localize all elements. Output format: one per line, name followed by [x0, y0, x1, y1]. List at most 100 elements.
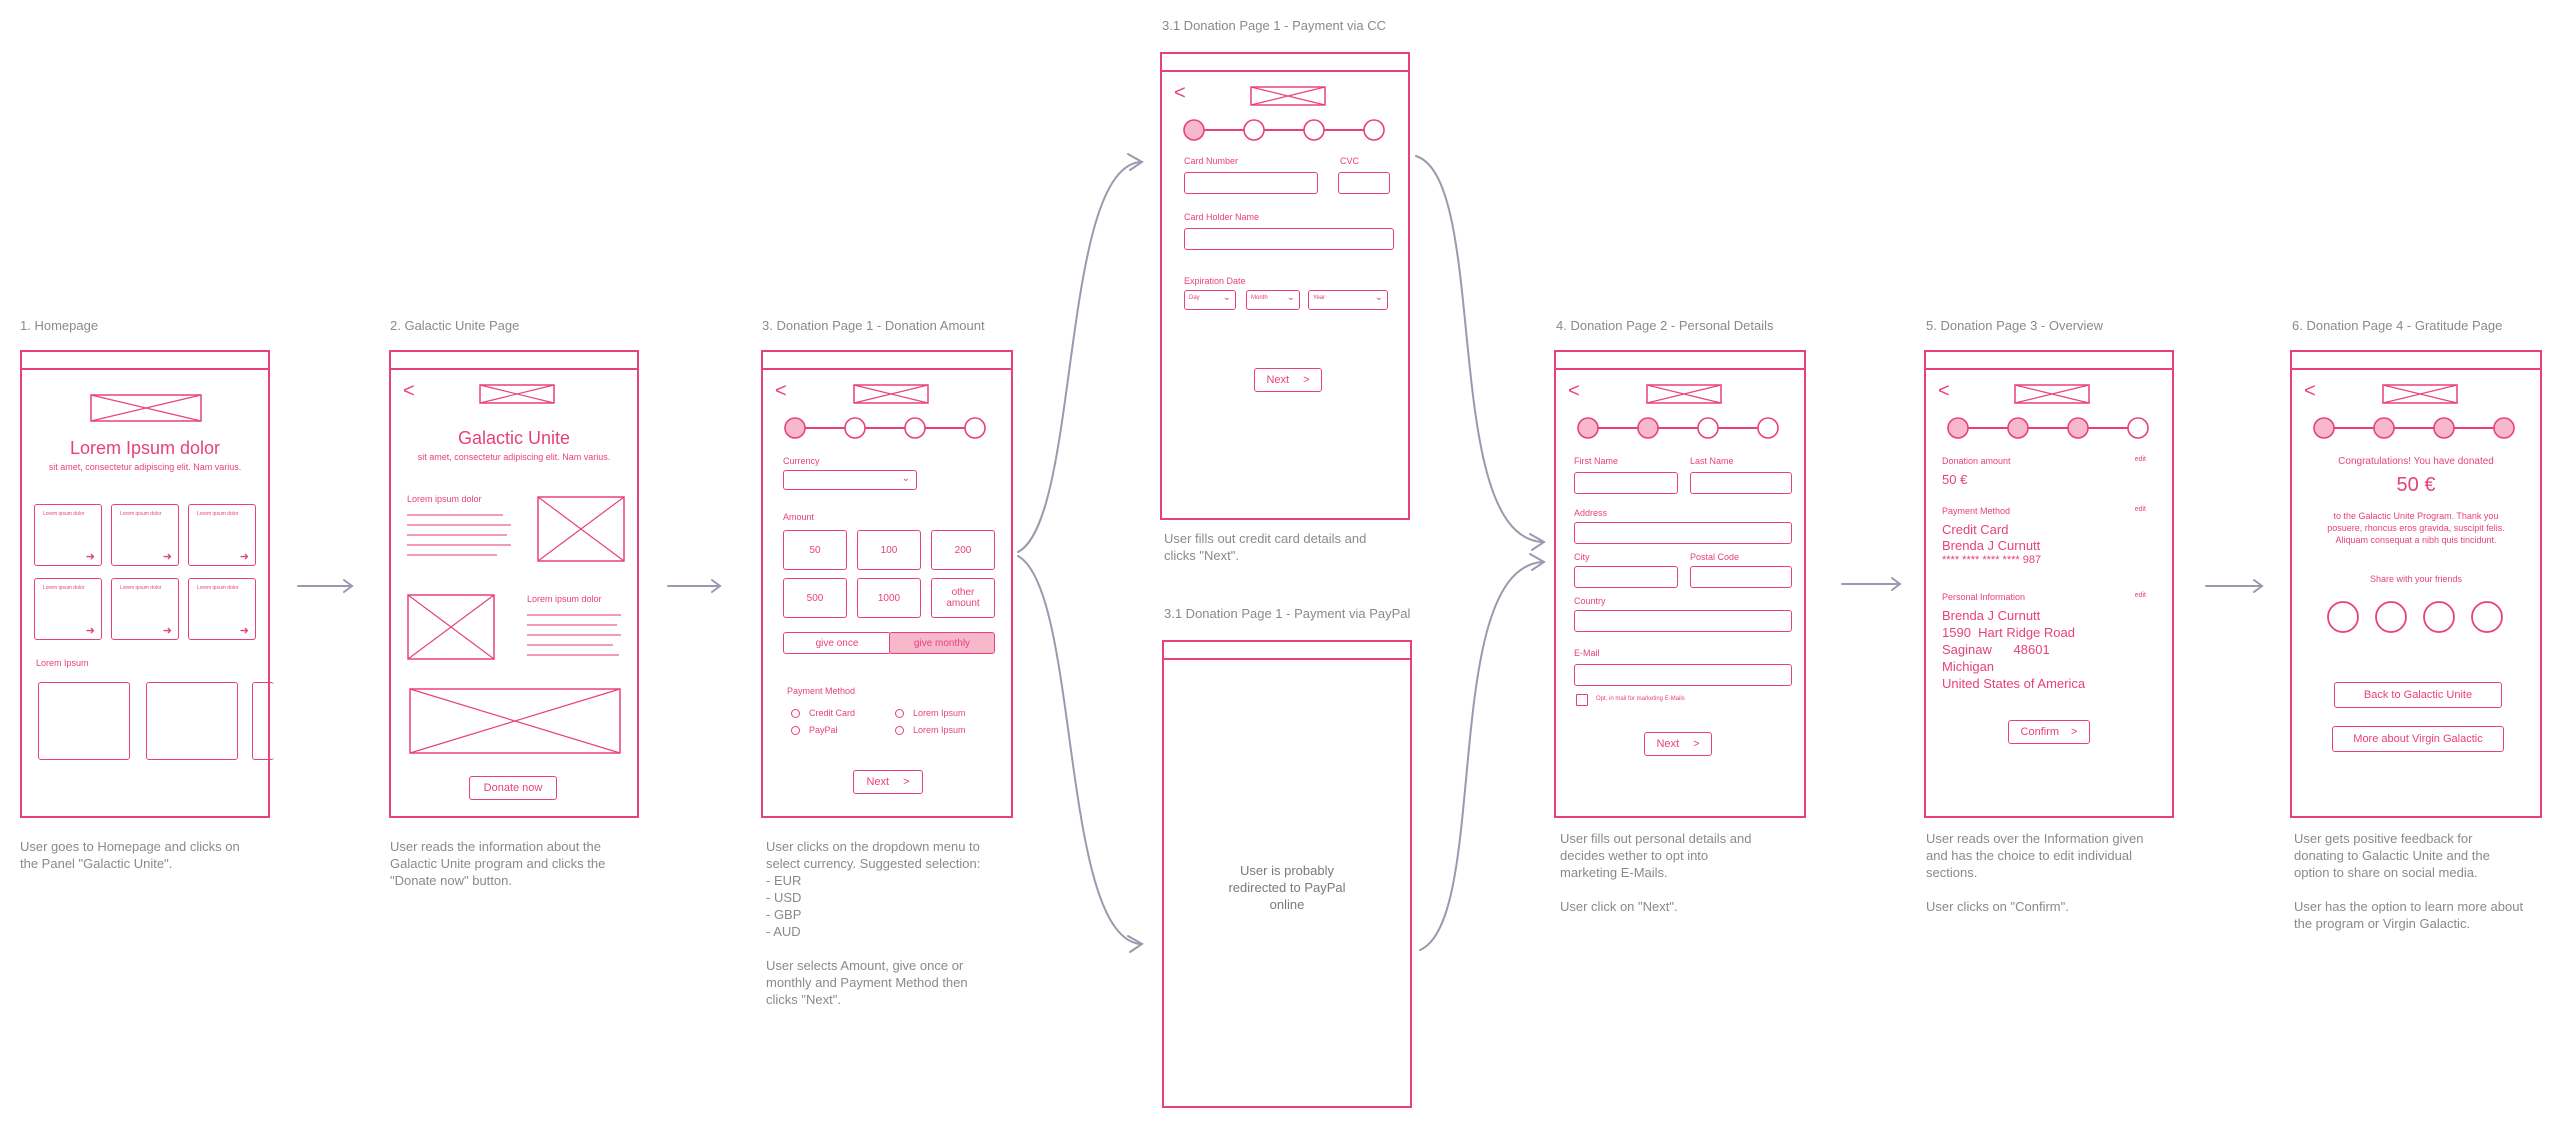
donation-amount-label: Donation amount: [1942, 456, 2011, 466]
panel-card[interactable]: Lorem ipsum dolor➜: [111, 504, 179, 566]
text-line: [527, 634, 621, 636]
next-button[interactable]: Next>: [853, 770, 923, 794]
amount-option-500[interactable]: 500: [783, 578, 847, 618]
progress-stepper: [1947, 417, 2149, 439]
section-title-galactic-unite: 2. Galactic Unite Page: [390, 318, 520, 333]
edit-link[interactable]: edit: [2134, 456, 2146, 463]
chevron-left-icon[interactable]: <: [1938, 380, 1950, 402]
card-label: Lorem ipsum dolor: [120, 585, 162, 591]
image-placeholder-icon: [479, 384, 555, 404]
image-placeholder-icon: [2014, 384, 2090, 404]
donated-amount: 50 €: [2396, 474, 2436, 496]
city-field[interactable]: [1574, 566, 1678, 588]
radio-paypal[interactable]: [791, 726, 800, 735]
home-subline: sit amet, consectetur adipiscing elit. N…: [48, 462, 242, 472]
wireframe-payment-cc: < Card Number CVC Card Holder Name Expir…: [1160, 52, 1410, 520]
chevron-left-icon[interactable]: <: [1174, 82, 1186, 104]
gu-subline: sit amet, consectetur adipiscing elit. N…: [417, 452, 611, 462]
gratitude-body: to the Galactic Unite Program. Thank you…: [2327, 511, 2505, 545]
chevron-down-icon: ⌄: [1286, 292, 1295, 303]
cvc-field[interactable]: [1338, 172, 1390, 194]
card-label: Lorem ipsum dolor: [43, 585, 85, 591]
note-gratitude: User gets positive feedback for donating…: [2294, 831, 2524, 931]
next-button[interactable]: Next>: [1644, 732, 1712, 756]
more-about-virgin-galactic-button[interactable]: More about Virgin Galactic: [2332, 726, 2504, 752]
first-name-field[interactable]: [1574, 472, 1678, 494]
info-line: Brenda J Curnutt: [1942, 608, 2041, 623]
marketing-opt-in-checkbox[interactable]: [1576, 694, 1588, 706]
panel-card[interactable]: Lorem ipsum dolor➜: [34, 578, 102, 640]
share-icon[interactable]: [2326, 600, 2360, 634]
day-select[interactable]: Day⌄: [1184, 290, 1236, 310]
address-field[interactable]: [1574, 522, 1792, 544]
next-button[interactable]: Next>: [1254, 368, 1322, 392]
country-field[interactable]: [1574, 610, 1792, 632]
last-name-field[interactable]: [1690, 472, 1792, 494]
next-label: Next: [866, 776, 890, 788]
arrow-right-icon: ➜: [239, 551, 249, 563]
chevron-down-icon: ⌄: [1374, 292, 1383, 303]
edit-link[interactable]: edit: [2134, 592, 2146, 599]
panel-card[interactable]: Lorem ipsum dolor➜: [34, 504, 102, 566]
info-line: 1590 Hart Ridge Road: [1942, 625, 2075, 640]
carousel-card[interactable]: [252, 682, 274, 760]
amount-option-other[interactable]: other amount: [931, 578, 995, 618]
payment-line: Brenda J Curnutt: [1942, 538, 2041, 553]
edit-link[interactable]: edit: [2134, 506, 2146, 513]
confirm-button[interactable]: Confirm>: [2008, 720, 2090, 744]
amount-option-1000[interactable]: 1000: [857, 578, 921, 618]
panel-card[interactable]: Lorem ipsum dolor➜: [188, 578, 256, 640]
card-number-field[interactable]: [1184, 172, 1318, 194]
share-icon[interactable]: [2374, 600, 2408, 634]
card-label: Lorem ipsum dolor: [197, 511, 239, 517]
currency-dropdown[interactable]: ⌄: [783, 470, 917, 490]
radio-lorem-ipsum[interactable]: [895, 709, 904, 718]
image-placeholder-icon: [853, 384, 929, 404]
radio-lorem-ipsum[interactable]: [895, 726, 904, 735]
payment-method-label: Payment Method: [1942, 506, 2011, 516]
payment-method-label: Payment Method: [787, 686, 856, 696]
section-title-payment-paypal: 3.1 Donation Page 1 - Payment via PayPal: [1164, 606, 1411, 621]
card-holder-field[interactable]: [1184, 228, 1394, 250]
panel-card[interactable]: Lorem ipsum dolor ➜: [188, 504, 256, 566]
text-line: [407, 544, 511, 546]
month-select[interactable]: Month⌄: [1246, 290, 1300, 310]
amount-option-100[interactable]: 100: [857, 530, 921, 570]
city-label: City: [1574, 552, 1590, 562]
next-label: Next: [1266, 374, 1290, 386]
give-monthly-toggle[interactable]: give monthly: [889, 632, 995, 654]
top-bar: [1926, 368, 2172, 370]
donation-amount-value: 50 €: [1942, 472, 1968, 487]
top-bar: [763, 368, 1011, 370]
paypal-redirect-text: User is probably redirected to PayPal on…: [1228, 863, 1346, 912]
give-once-toggle[interactable]: give once: [783, 632, 891, 654]
chevron-left-icon[interactable]: <: [1568, 380, 1580, 402]
method-label: Lorem Ipsum: [913, 725, 966, 735]
section-title-gratitude: 6. Donation Page 4 - Gratitude Page: [2292, 318, 2503, 333]
share-icon[interactable]: [2422, 600, 2456, 634]
amount-option-50[interactable]: 50: [783, 530, 847, 570]
year-select[interactable]: Year⌄: [1308, 290, 1388, 310]
home-headline: Lorem Ipsum dolor: [69, 438, 221, 458]
chevron-left-icon[interactable]: <: [2304, 380, 2316, 402]
postal-code-field[interactable]: [1690, 566, 1792, 588]
info-line: Saginaw 48601: [1942, 642, 2050, 657]
expiration-label: Expiration Date: [1184, 276, 1246, 286]
method-label: Credit Card: [809, 708, 856, 718]
amount-option-200[interactable]: 200: [931, 530, 995, 570]
back-to-galactic-unite-button[interactable]: Back to Galactic Unite: [2334, 682, 2502, 708]
chevron-right-icon: >: [1693, 738, 1700, 750]
chevron-left-icon[interactable]: <: [403, 380, 415, 402]
chevron-left-icon[interactable]: <: [775, 380, 787, 402]
progress-stepper: [1577, 417, 1779, 439]
carousel-card[interactable]: [38, 682, 130, 760]
cvc-label: CVC: [1340, 156, 1360, 166]
carousel-card[interactable]: [146, 682, 238, 760]
opt-in-label: Opt. in mail for marketing E-Mails: [1596, 696, 1685, 702]
email-field[interactable]: [1574, 664, 1792, 686]
donate-now-button[interactable]: Donate now: [469, 776, 557, 800]
text-line: [527, 654, 619, 656]
radio-credit-card[interactable]: [791, 709, 800, 718]
share-icon[interactable]: [2470, 600, 2504, 634]
panel-card-galactic-unite[interactable]: Lorem ipsum dolor➜: [111, 578, 179, 640]
